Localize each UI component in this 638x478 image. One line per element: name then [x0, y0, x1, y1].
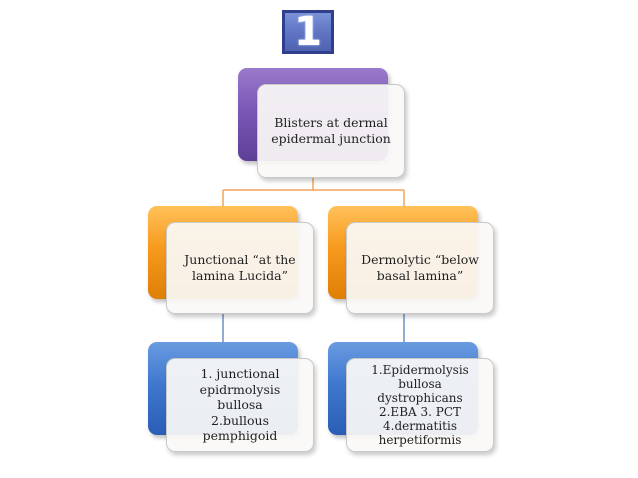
right-child-node-text: 1.Epidermolysis bullosa dystrophicans 2.…	[346, 358, 494, 452]
slide-number: 1	[294, 9, 322, 55]
slide-number-badge: 1	[282, 10, 334, 54]
root-node-text: Blisters at dermal epidermal junction	[257, 84, 405, 178]
left-node-text: Junctional “at the lamina Lucida”	[166, 222, 314, 314]
left-child-node-text: 1. junctional epidrmolysis bullosa 2.bul…	[166, 358, 314, 452]
right-node-text: Dermolytic “below basal lamina”	[346, 222, 494, 314]
